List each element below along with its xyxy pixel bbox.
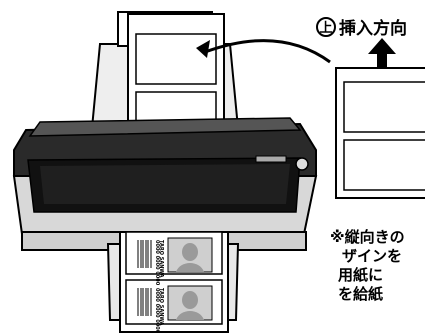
curved-arrow-icon xyxy=(196,39,331,64)
power-button-icon xyxy=(295,157,309,171)
note-line-1: ※縦向きの xyxy=(330,228,405,246)
card-orientation-preview xyxy=(335,67,425,199)
card-code-text-1: 0000 0000 0000 xyxy=(154,240,160,286)
insert-direction-label: 上 挿入方向 xyxy=(316,14,407,39)
printer-body xyxy=(12,117,318,251)
card-code-text-2: 0000 0000 0000 xyxy=(154,288,160,334)
output-card-sheet xyxy=(119,231,229,333)
top-marker: 上 xyxy=(316,16,336,37)
insert-direction-text: 挿入方向 xyxy=(339,19,407,39)
note-line-4: を給紙 xyxy=(338,285,384,303)
orientation-note: ※縦向きの ザインを 用紙に を給紙 xyxy=(330,228,405,304)
note-line-3: 用紙に xyxy=(338,266,384,284)
note-line-2: ザインを xyxy=(342,247,403,265)
up-arrow-icon xyxy=(368,38,396,68)
